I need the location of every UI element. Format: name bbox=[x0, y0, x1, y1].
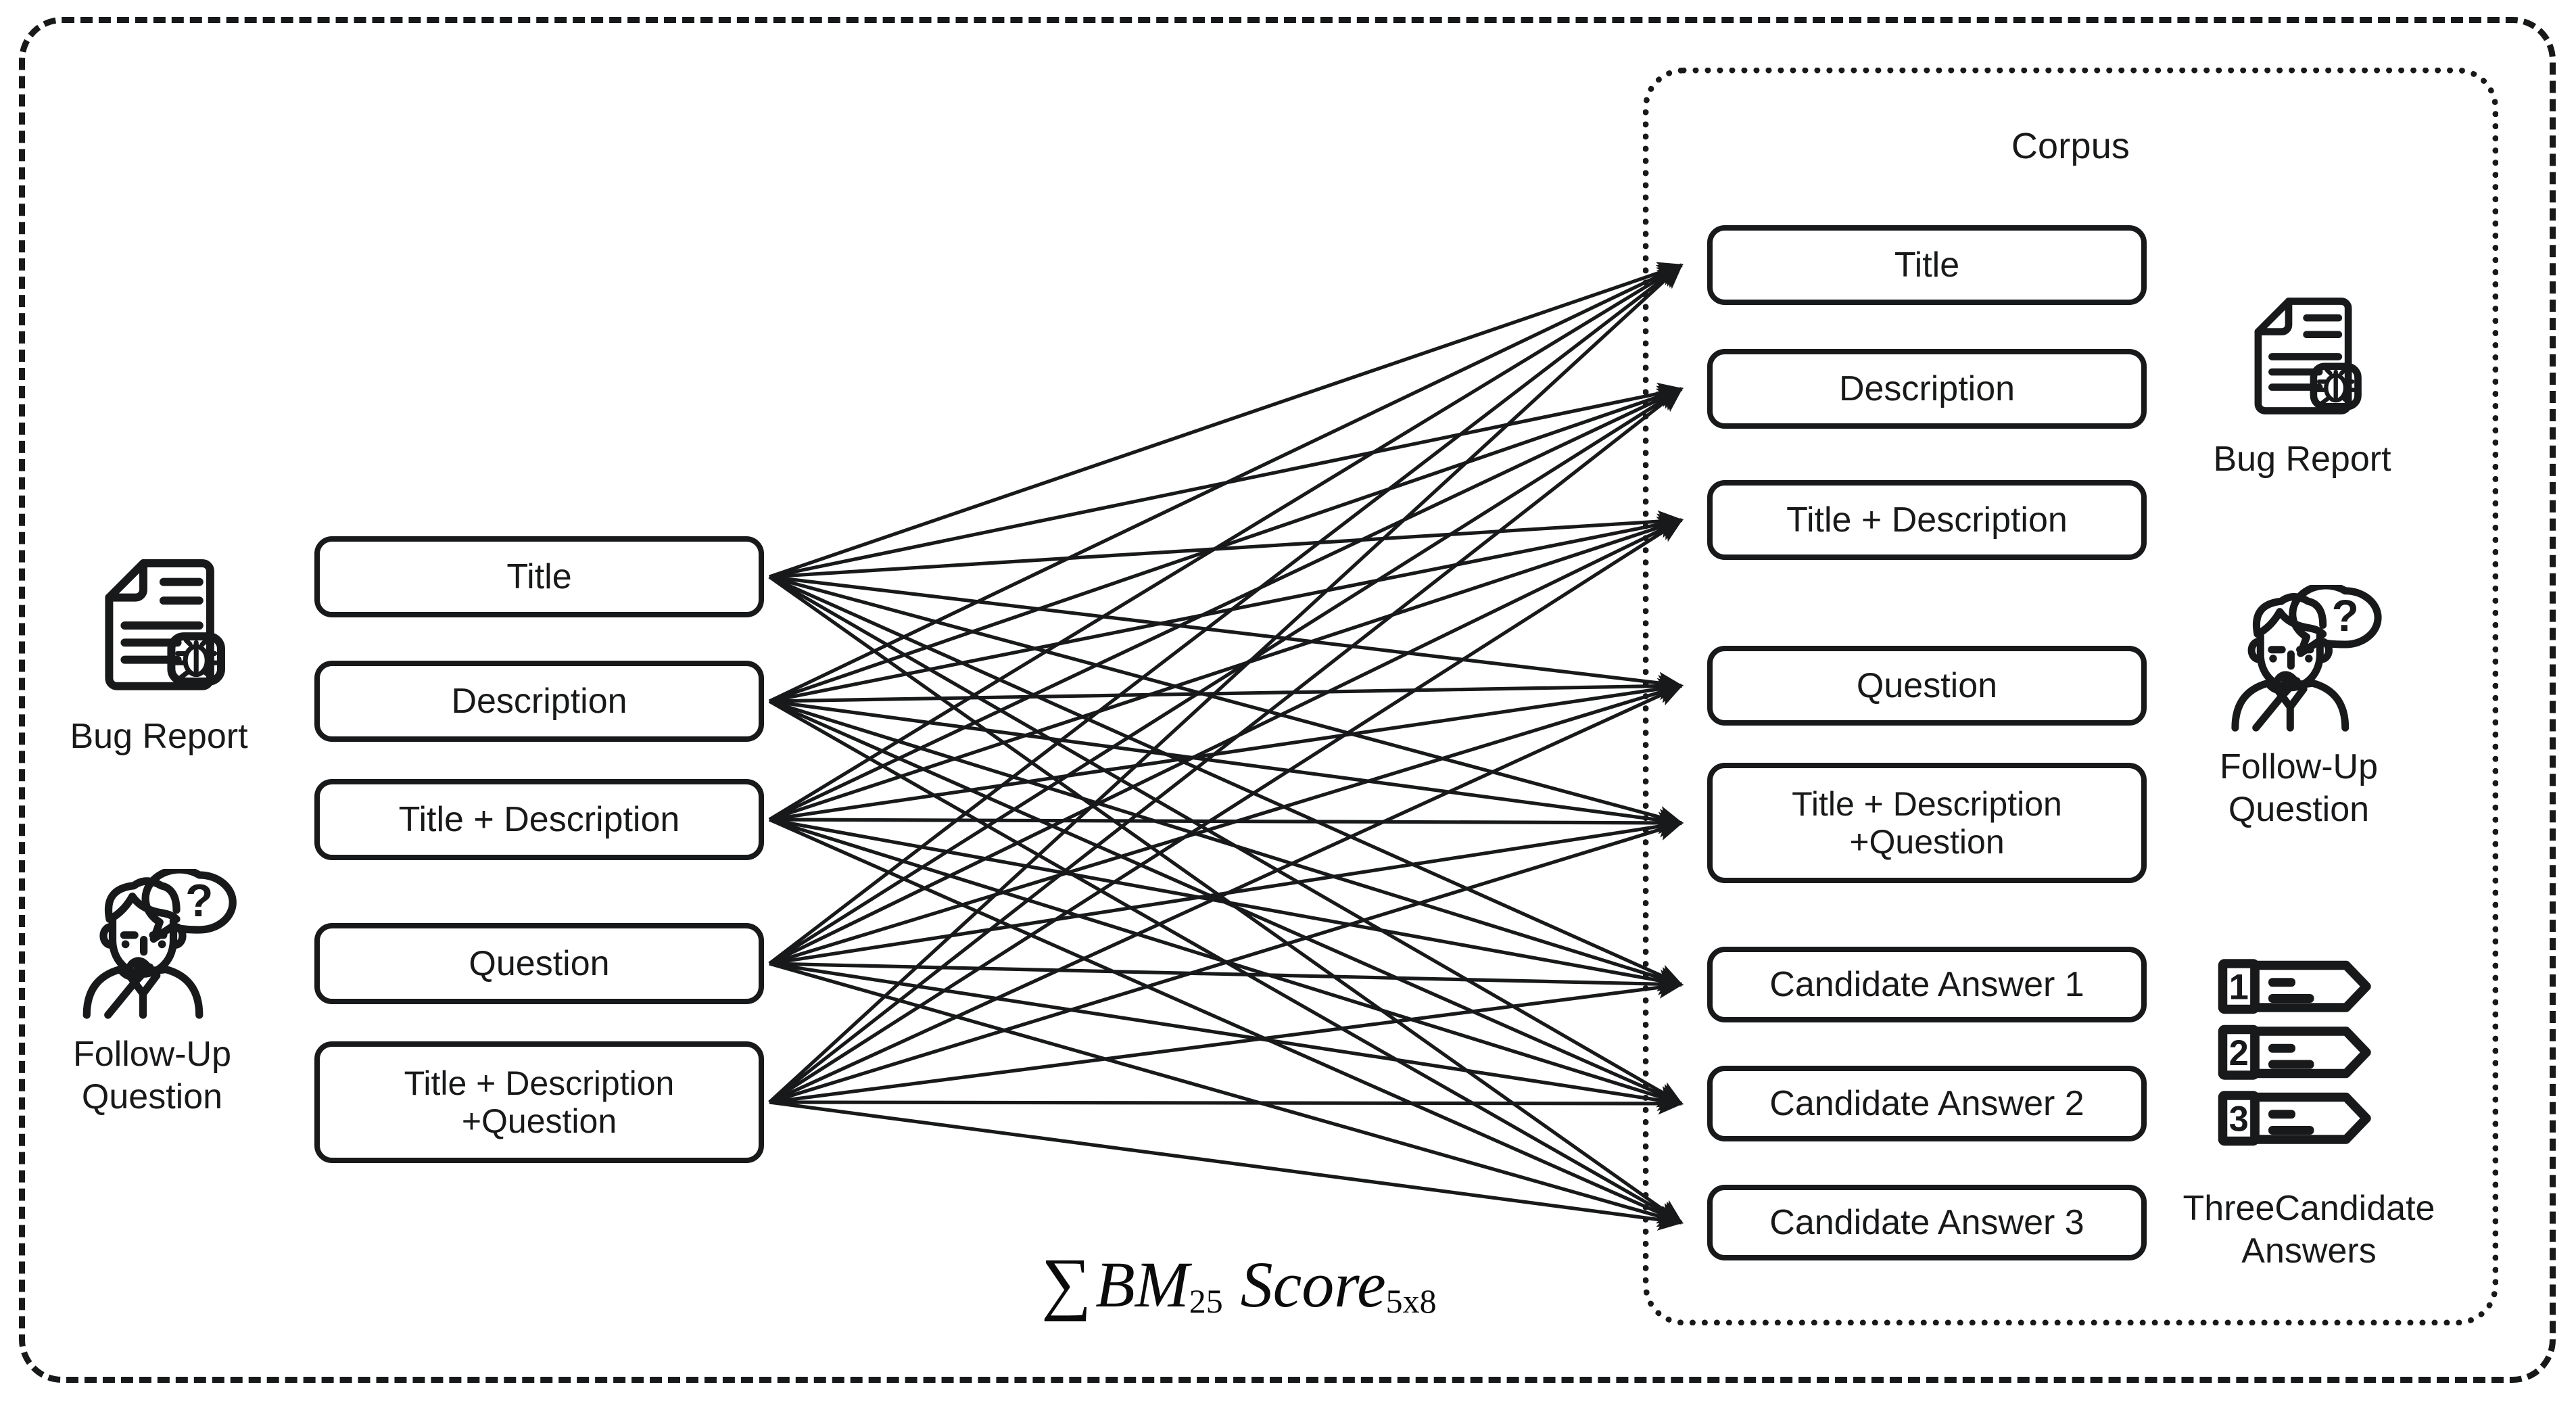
right-legend-bug-report: Bug Report bbox=[2201, 287, 2404, 480]
corpus-node-title-description-question[interactable]: Title + Description +Question bbox=[1707, 763, 2147, 883]
corpus-node-description[interactable]: Description bbox=[1707, 349, 2147, 429]
left-legend-bug-report: Bug Report bbox=[61, 548, 257, 757]
numbered-answer-tags-icon: 1 2 3 bbox=[2218, 957, 2387, 1156]
corpus-node-title-description[interactable]: Title + Description bbox=[1707, 480, 2147, 560]
right-legend-follow-up-caption: Follow-Up Question bbox=[2219, 747, 2379, 830]
query-node-question[interactable]: Question bbox=[314, 923, 764, 1004]
svg-text:?: ? bbox=[185, 876, 213, 926]
query-node-title-description-label: Title + Description bbox=[398, 799, 680, 839]
query-node-title[interactable]: Title bbox=[314, 536, 764, 617]
bm25-score-formula: ∑BM25 Score5x8 bbox=[1041, 1243, 1650, 1323]
query-node-title-description-question[interactable]: Title + Description +Question bbox=[314, 1041, 764, 1163]
right-legend-answers-caption: ThreeCandidate Answers bbox=[2183, 1189, 2435, 1271]
corpus-node-candidate-answer-1-label: Candidate Answer 1 bbox=[1769, 964, 2084, 1004]
follow-up-question-person-icon: ? bbox=[2231, 585, 2382, 732]
right-legend-bug-report-caption: Bug Report bbox=[2213, 440, 2391, 479]
query-node-description-label: Description bbox=[451, 681, 627, 721]
corpus-node-title[interactable]: Title bbox=[1707, 225, 2147, 305]
corpus-node-title-description-question-label: Title + Description +Question bbox=[1792, 784, 2062, 862]
left-legend-bug-report-caption: Bug Report bbox=[70, 717, 248, 756]
corpus-label: Corpus bbox=[2011, 126, 2130, 166]
right-legend-follow-up: ? Follow-Up Question bbox=[2194, 585, 2404, 832]
formula-subscript: 25 bbox=[1189, 1282, 1223, 1320]
left-legend-follow-up-caption: Follow-Up Question bbox=[72, 1035, 232, 1117]
corpus-node-title-description-label: Title + Description bbox=[1786, 500, 2068, 540]
summation-symbol: ∑ bbox=[1041, 1244, 1092, 1322]
query-node-question-label: Question bbox=[469, 943, 610, 983]
query-node-title-description[interactable]: Title + Description bbox=[314, 779, 764, 860]
corpus-node-candidate-answer-3-label: Candidate Answer 3 bbox=[1769, 1202, 2084, 1242]
corpus-node-candidate-answer-2[interactable]: Candidate Answer 2 bbox=[1707, 1066, 2147, 1141]
corpus-node-candidate-answer-2-label: Candidate Answer 2 bbox=[1769, 1083, 2084, 1123]
tag-number-3: 3 bbox=[2229, 1100, 2249, 1139]
svg-text:?: ? bbox=[2331, 590, 2358, 640]
corpus-node-title-label: Title bbox=[1894, 245, 1960, 285]
query-node-title-label: Title bbox=[506, 557, 572, 596]
corpus-node-candidate-answer-3[interactable]: Candidate Answer 3 bbox=[1707, 1185, 2147, 1260]
corpus-node-description-label: Description bbox=[1838, 369, 2016, 408]
outer-dashed-frame bbox=[19, 17, 2556, 1383]
bug-report-document-icon bbox=[105, 559, 225, 690]
corpus-node-question-label: Question bbox=[1856, 665, 1998, 705]
left-legend-follow-up: ? Follow-Up Question bbox=[51, 869, 254, 1119]
tag-number-2: 2 bbox=[2229, 1033, 2249, 1073]
corpus-node-candidate-answer-1[interactable]: Candidate Answer 1 bbox=[1707, 947, 2147, 1022]
numbered-answer-tags-group: 1 2 3 bbox=[2218, 959, 2371, 1146]
formula-score-word: Score bbox=[1240, 1248, 1386, 1321]
corpus-node-question[interactable]: Question bbox=[1707, 646, 2147, 726]
bug-report-document-icon bbox=[2254, 298, 2362, 415]
tag-number-1: 1 bbox=[2229, 968, 2249, 1008]
follow-up-question-person-icon: ? bbox=[82, 869, 237, 1019]
formula-base: BM bbox=[1095, 1248, 1189, 1321]
query-node-title-description-question-label: Title + Description +Question bbox=[404, 1064, 675, 1141]
formula-score-subscript: 5x8 bbox=[1385, 1282, 1437, 1320]
query-node-description[interactable]: Description bbox=[314, 661, 764, 742]
